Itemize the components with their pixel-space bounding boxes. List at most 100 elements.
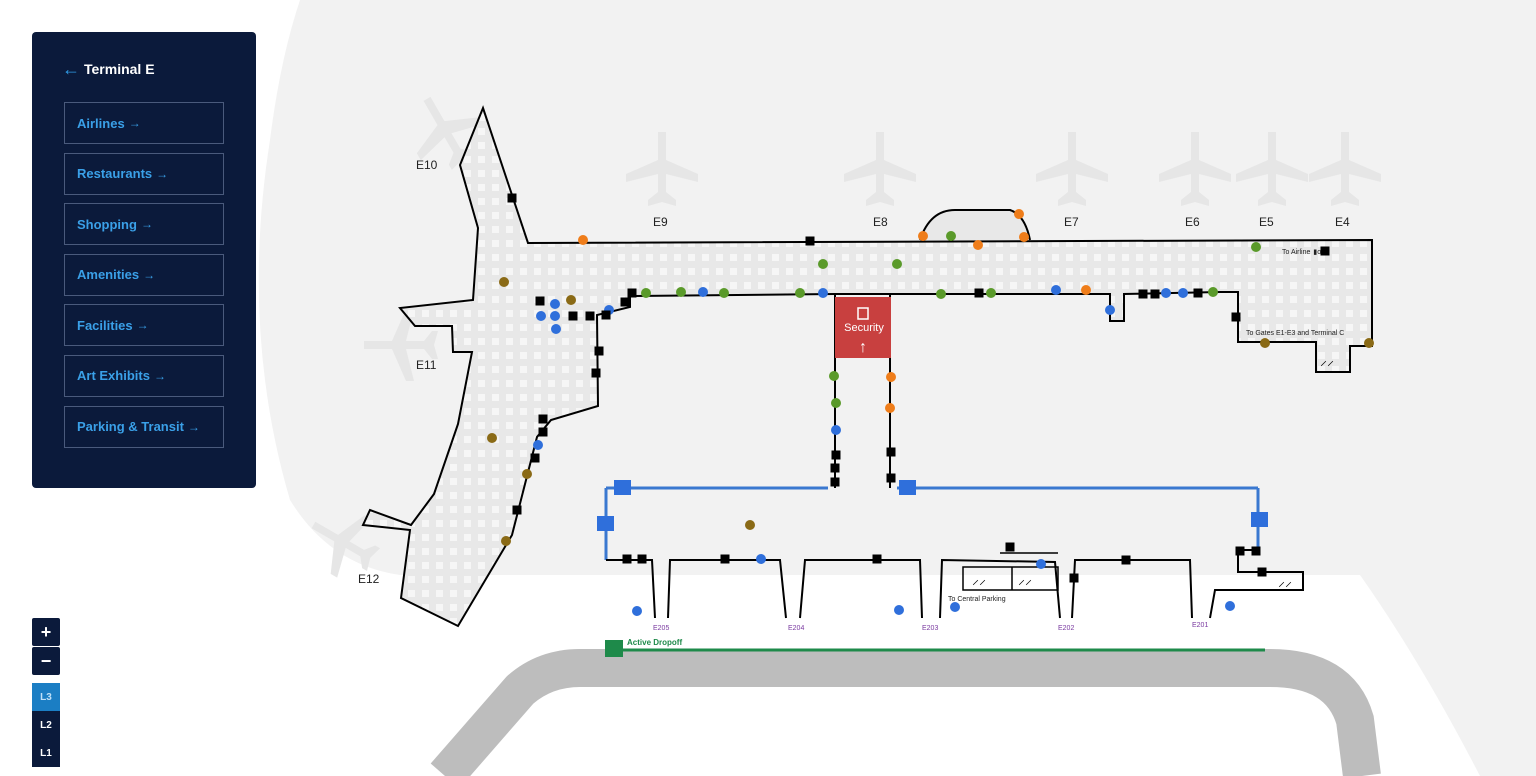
orange-poi-marker[interactable]: [1014, 209, 1024, 219]
blue-poi-marker[interactable]: [1105, 305, 1115, 315]
blue-poi-marker[interactable]: [1036, 559, 1046, 569]
green-poi-marker[interactable]: [936, 289, 946, 299]
facility-marker[interactable]: [1193, 288, 1203, 298]
map-markers[interactable]: [487, 193, 1374, 617]
blue-poi-marker[interactable]: [632, 606, 642, 616]
back-to-terminals[interactable]: ← Terminal E: [62, 60, 155, 78]
brown-poi-marker[interactable]: [1260, 338, 1270, 348]
orange-poi-marker[interactable]: [886, 372, 896, 382]
menu-parking-transit[interactable]: Parking & Transit→: [64, 405, 224, 448]
menu-shopping[interactable]: Shopping→: [64, 203, 224, 246]
menu-art-exhibits[interactable]: Art Exhibits→: [64, 354, 224, 397]
facility-marker[interactable]: [627, 288, 637, 298]
facility-marker[interactable]: [512, 505, 522, 515]
brown-poi-marker[interactable]: [501, 536, 511, 546]
facility-marker[interactable]: [1005, 542, 1015, 552]
blue-poi-marker[interactable]: [550, 299, 560, 309]
orange-poi-marker[interactable]: [578, 235, 588, 245]
level-l2-button[interactable]: L2: [32, 711, 60, 739]
facility-marker[interactable]: [974, 288, 984, 298]
green-poi-marker[interactable]: [818, 259, 828, 269]
zoom-out-button[interactable]: −: [32, 647, 60, 675]
facility-marker[interactable]: [591, 368, 601, 378]
facility-marker[interactable]: [805, 236, 815, 246]
orange-poi-marker[interactable]: [1019, 232, 1029, 242]
facility-marker[interactable]: [585, 311, 595, 321]
facility-marker[interactable]: [1251, 546, 1261, 556]
level-l3-button[interactable]: L3: [32, 683, 60, 711]
blue-poi-marker[interactable]: [551, 324, 561, 334]
facility-marker[interactable]: [538, 414, 548, 424]
blue-poi-marker[interactable]: [950, 602, 960, 612]
blue-poi-marker[interactable]: [698, 287, 708, 297]
facility-marker[interactable]: [1235, 546, 1245, 556]
blue-poi-marker[interactable]: [756, 554, 766, 564]
facility-marker[interactable]: [1320, 246, 1330, 256]
facility-marker[interactable]: [620, 297, 630, 307]
blue-poi-marker[interactable]: [1225, 601, 1235, 611]
blue-poi-marker[interactable]: [1161, 288, 1171, 298]
green-poi-marker[interactable]: [892, 259, 902, 269]
brown-poi-marker[interactable]: [522, 469, 532, 479]
menu-facilities[interactable]: Facilities→: [64, 304, 224, 347]
menu-airlines[interactable]: Airlines→: [64, 102, 224, 144]
facility-marker[interactable]: [872, 554, 882, 564]
facility-marker[interactable]: [830, 477, 840, 487]
orange-poi-marker[interactable]: [918, 231, 928, 241]
facility-marker[interactable]: [831, 450, 841, 460]
menu-amenities[interactable]: Amenities→: [64, 253, 224, 296]
orange-poi-marker[interactable]: [973, 240, 983, 250]
brown-poi-marker[interactable]: [499, 277, 509, 287]
green-poi-marker[interactable]: [719, 288, 729, 298]
facility-marker[interactable]: [594, 346, 604, 356]
blue-poi-marker[interactable]: [533, 440, 543, 450]
facility-marker[interactable]: [886, 473, 896, 483]
facility-marker[interactable]: [568, 311, 578, 321]
facility-marker[interactable]: [538, 427, 548, 437]
security-checkpoint[interactable]: Security ↑: [835, 297, 891, 358]
facility-marker[interactable]: [1121, 555, 1131, 565]
blue-poi-marker[interactable]: [1178, 288, 1188, 298]
blue-poi-marker[interactable]: [550, 311, 560, 321]
green-poi-marker[interactable]: [1251, 242, 1261, 252]
facility-marker[interactable]: [507, 193, 517, 203]
green-poi-marker[interactable]: [831, 398, 841, 408]
facility-marker[interactable]: [720, 554, 730, 564]
brown-poi-marker[interactable]: [745, 520, 755, 530]
green-poi-marker[interactable]: [829, 371, 839, 381]
brown-poi-marker[interactable]: [1364, 338, 1374, 348]
facility-marker[interactable]: [535, 296, 545, 306]
blue-poi-marker[interactable]: [831, 425, 841, 435]
facility-marker[interactable]: [622, 554, 632, 564]
facility-marker[interactable]: [1257, 567, 1267, 577]
level-l1-button[interactable]: L1: [32, 739, 60, 767]
facility-marker[interactable]: [1138, 289, 1148, 299]
dropoff-icon[interactable]: [605, 640, 623, 657]
facility-marker[interactable]: [1231, 312, 1241, 322]
orange-poi-marker[interactable]: [1081, 285, 1091, 295]
menu-restaurants[interactable]: Restaurants→: [64, 152, 224, 195]
green-poi-marker[interactable]: [676, 287, 686, 297]
green-poi-marker[interactable]: [795, 288, 805, 298]
orange-poi-marker[interactable]: [885, 403, 895, 413]
blue-poi-marker[interactable]: [536, 311, 546, 321]
facility-marker[interactable]: [830, 463, 840, 473]
facility-marker[interactable]: [637, 554, 647, 564]
restroom-icons[interactable]: [597, 480, 1268, 531]
green-poi-marker[interactable]: [1208, 287, 1218, 297]
facility-marker[interactable]: [886, 447, 896, 457]
brown-poi-marker[interactable]: [487, 433, 497, 443]
green-poi-marker[interactable]: [946, 231, 956, 241]
blue-poi-marker[interactable]: [818, 288, 828, 298]
facility-marker[interactable]: [530, 453, 540, 463]
green-poi-marker[interactable]: [641, 288, 651, 298]
blue-poi-marker[interactable]: [1051, 285, 1061, 295]
blue-poi-marker[interactable]: [894, 605, 904, 615]
zoom-in-button[interactable]: +: [32, 618, 60, 646]
facility-marker[interactable]: [1150, 289, 1160, 299]
green-poi-marker[interactable]: [986, 288, 996, 298]
facility-marker[interactable]: [601, 310, 611, 320]
brown-poi-marker[interactable]: [566, 295, 576, 305]
facility-marker[interactable]: [1069, 573, 1079, 583]
